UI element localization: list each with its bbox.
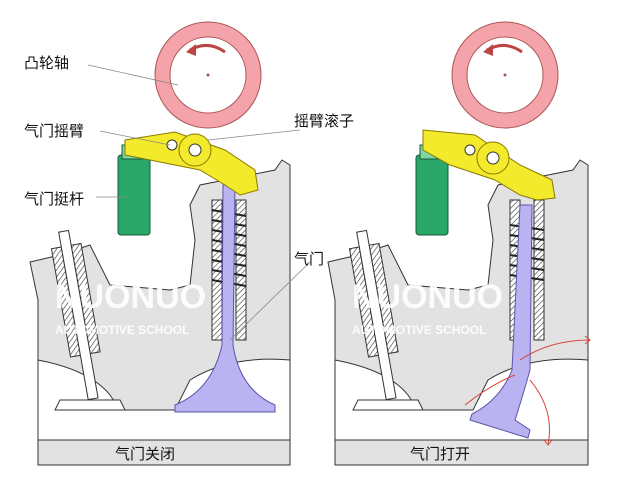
tappet bbox=[117, 154, 151, 236]
closed-valve-panel: NUONUO AUTOMOTIVE SCHOOL bbox=[29, 21, 311, 466]
caption-valve-closed: 气门关闭 bbox=[115, 445, 176, 463]
watermark-brand: NUONUO bbox=[352, 278, 503, 316]
valve-closed bbox=[174, 184, 276, 413]
open-valve-panel: NUONUO AUTOMOTIVE SCHOOL bbox=[327, 21, 591, 466]
watermark: NUONUO AUTOMOTIVE SCHOOL bbox=[352, 278, 503, 337]
valve-open bbox=[469, 204, 533, 439]
caption-valve-open: 气门打开 bbox=[410, 445, 471, 463]
label-rocker-arm: 气门摇臂 bbox=[24, 122, 85, 140]
watermark-brand: NUONUO bbox=[55, 278, 206, 316]
watermark-subtitle: AUTOMOTIVE SCHOOL bbox=[352, 323, 486, 337]
label-camshaft: 凸轮轴 bbox=[24, 54, 70, 72]
watermark-subtitle: AUTOMOTIVE SCHOOL bbox=[55, 323, 189, 337]
watermark: NUONUO AUTOMOTIVE SCHOOL bbox=[55, 278, 206, 337]
label-rocker-roller: 摇臂滚子 bbox=[294, 112, 355, 130]
airflow-arrows bbox=[464, 335, 591, 446]
label-valve: 气门 bbox=[294, 250, 325, 268]
label-tappet: 气门挺杆 bbox=[24, 190, 85, 208]
